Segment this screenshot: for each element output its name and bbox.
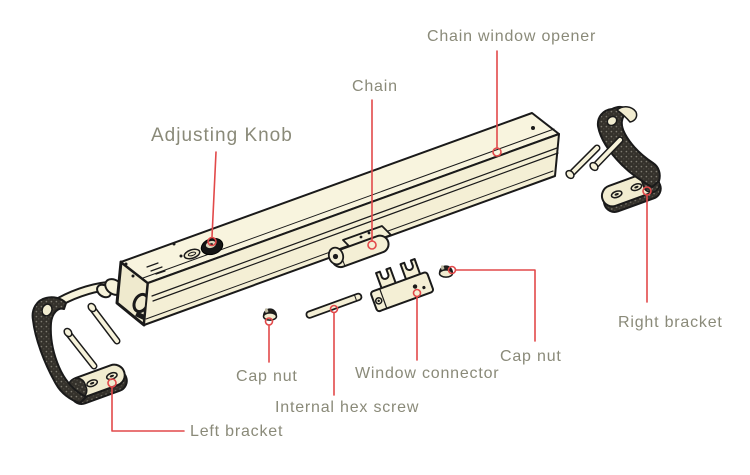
label-left-bracket: Left bracket (190, 423, 284, 440)
window-connector (370, 258, 434, 313)
label-right-bracket: Right bracket (618, 314, 723, 331)
label-chain: Chain (352, 78, 398, 95)
chain-end-connector (327, 225, 392, 269)
left-bracket-screws (63, 302, 121, 370)
left-bracket (31, 296, 128, 405)
right-bracket-screws (565, 136, 624, 180)
right-bracket (565, 105, 662, 213)
chain-window-opener-body (115, 112, 560, 327)
leader-adjusting-knob (211, 151, 217, 238)
leader-left-bracket (111, 386, 185, 432)
label-chain-window-opener: Chain window opener (427, 28, 597, 45)
leader-cap-nut-right (454, 269, 536, 342)
left-bracket-arm (31, 296, 87, 404)
label-cap-nut-right: Cap nut (500, 348, 562, 365)
body-front-face (143, 133, 560, 326)
right-bracket-hook-slot (606, 115, 618, 127)
leader-lines (107, 50, 652, 432)
label-window-connector: Window connector (355, 365, 500, 382)
label-cap-nut-left: Cap nut (236, 368, 298, 385)
label-adjusting-knob: Adjusting Knob (151, 125, 293, 146)
label-internal-hex-screw: Internal hex screw (275, 399, 420, 416)
left-bracket-hook-slot (41, 303, 53, 317)
